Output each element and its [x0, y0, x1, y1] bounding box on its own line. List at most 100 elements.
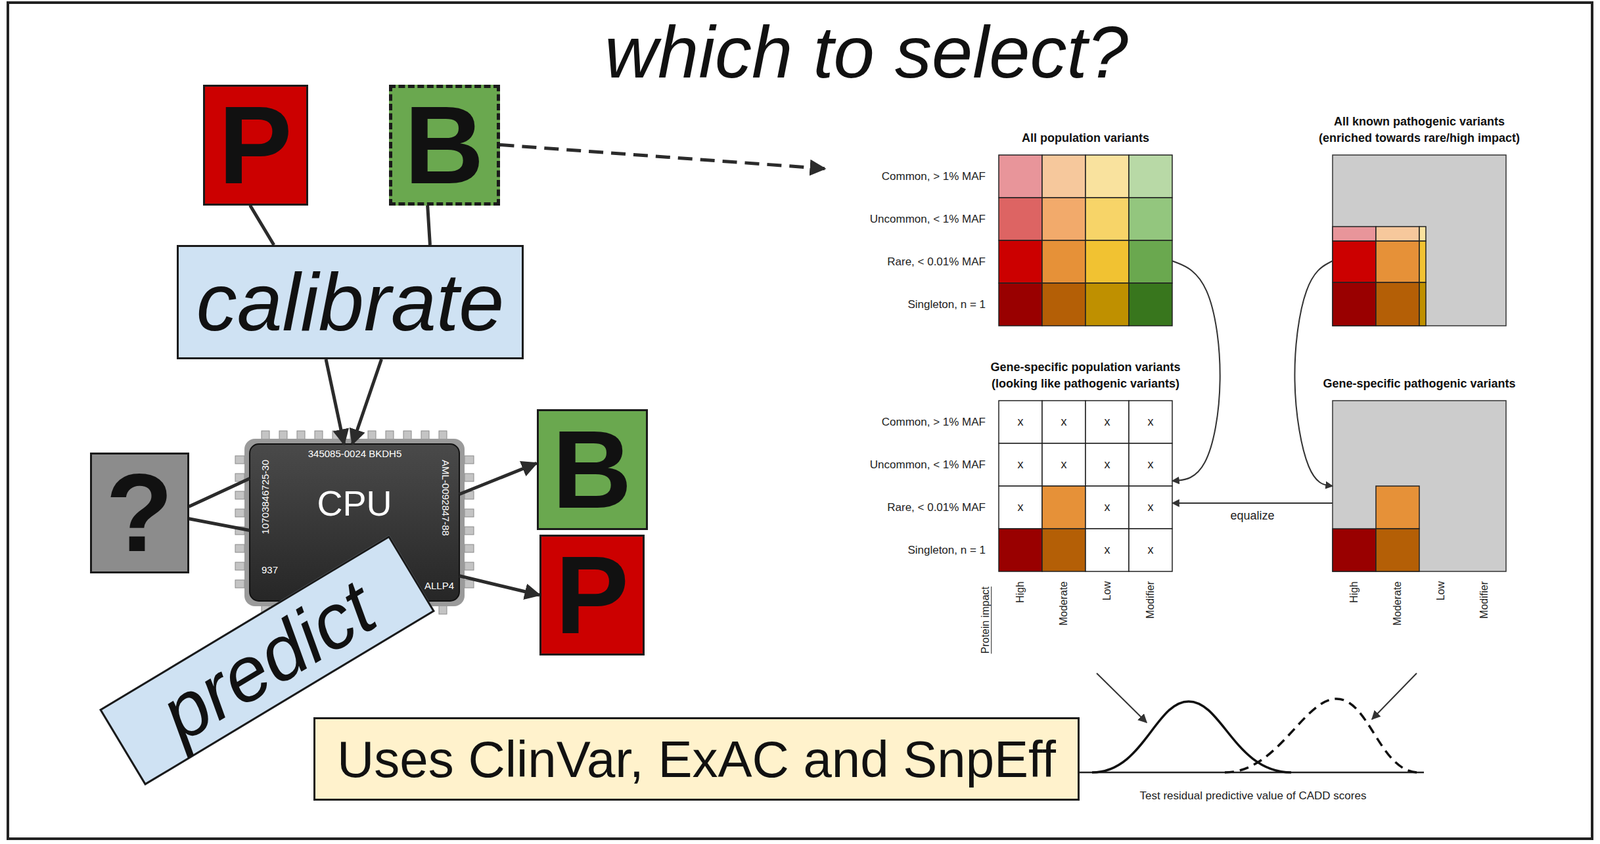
chip-pin: [235, 456, 245, 464]
label-wrap: Low: [1101, 581, 1114, 601]
grid-cell: [1332, 226, 1376, 242]
dashed-curve: [1224, 699, 1419, 773]
grid-cell: [1042, 155, 1086, 198]
grid-heading: All known pathogenic variants (enriched …: [1318, 114, 1520, 144]
chip-pin: [464, 544, 474, 553]
cell-mark: x: [1061, 457, 1068, 472]
grid-panel: Gene-specific pathogenic variants: [1332, 400, 1507, 572]
heading-wrap: All known pathogenic variants (enriched …: [1293, 113, 1547, 146]
chip-pin: [464, 526, 474, 535]
chip-pin: [438, 431, 447, 441]
class-box: B: [536, 409, 648, 531]
chip-pin: [235, 491, 245, 500]
row-label: Singleton, n = 1: [907, 543, 986, 556]
label-wrap: 345085-0024 BKDH5: [308, 448, 403, 460]
label-wrap: Common, > 1% MAF: [881, 170, 986, 183]
box-text: P: [555, 540, 629, 651]
label-wrap: x: [1147, 415, 1154, 430]
label-wrap: Test residual predictive value of CADD s…: [1140, 790, 1367, 803]
row-label: Common, > 1% MAF: [881, 169, 986, 183]
class-box: B: [388, 84, 501, 206]
step-box: calibrate: [176, 245, 524, 360]
axis-line: [1079, 772, 1424, 775]
grid-panel: All population variants: [824, 155, 1173, 326]
unknown-box: ?: [90, 452, 190, 574]
row-label: Common, > 1% MAF: [881, 415, 986, 428]
grid-cell: [1128, 400, 1173, 444]
grid-cell: [1042, 443, 1086, 487]
row-label: Singleton, n = 1: [907, 297, 986, 311]
grid-cell: [1375, 241, 1420, 283]
row-label: Uncommon, < 1% MAF: [869, 457, 986, 471]
label-wrap: x: [1017, 415, 1024, 430]
grid-heading: Gene-specific pathogenic variants: [1322, 377, 1516, 391]
chip-pin: [261, 431, 270, 441]
label-wrap: 10703846725-30: [260, 459, 272, 535]
label-wrap: x: [1147, 458, 1154, 472]
chip-pin: [464, 580, 474, 589]
grid-cell: [1128, 528, 1173, 572]
cell-mark: x: [1104, 457, 1111, 472]
label-wrap: x: [1104, 501, 1111, 515]
chip-pin: [464, 509, 474, 518]
column-label: Moderate: [1391, 581, 1403, 627]
label-wrap: x: [1061, 415, 1068, 430]
grid-cell: [998, 197, 1043, 241]
grid-cell: [1332, 400, 1507, 572]
label-wrap: Low: [1435, 581, 1447, 601]
edge-label: equalize: [1228, 509, 1277, 523]
grid-cell: [998, 283, 1043, 326]
box-text: calibrate: [196, 261, 505, 343]
chip-pin: [297, 431, 305, 441]
plot-caption: Test residual predictive value of CADD s…: [1140, 789, 1367, 803]
flow-arrow: [352, 359, 382, 445]
grid-cell: [1085, 400, 1129, 444]
cell-mark: x: [1017, 415, 1024, 429]
label-wrap: AML-0092847-88: [440, 459, 452, 537]
heading-wrap: All population variants: [959, 130, 1213, 146]
grid-cell: [998, 443, 1043, 487]
column-label: High: [1348, 581, 1360, 604]
label-wrap: Rare, < 0.01% MAF: [887, 501, 986, 514]
solid-curve: [1092, 701, 1292, 773]
box-text: B: [404, 90, 484, 201]
label-wrap: 937: [261, 565, 278, 577]
grid-cell: [1375, 486, 1420, 529]
cell-mark: x: [1061, 415, 1068, 429]
flow-arrow: [325, 359, 345, 445]
column-label: Modifier: [1478, 581, 1490, 619]
cell-mark: x: [1147, 457, 1154, 472]
grid-cell: [998, 400, 1043, 444]
flow-arrow: [500, 145, 826, 169]
label-wrap: Protein impact: [979, 586, 992, 654]
edge-label-wrap: equalize: [1228, 509, 1277, 524]
label-wrap: Common, > 1% MAF: [881, 415, 986, 429]
axis-title: Protein impact: [979, 586, 991, 654]
figure-arrow: [1172, 502, 1333, 504]
column-label: Moderate: [1057, 581, 1070, 627]
label-wrap: Moderate: [1391, 581, 1404, 627]
grid-heading: Gene-specific population variants (looki…: [990, 360, 1181, 390]
grid-cell: [998, 155, 1043, 198]
box-text: ?: [105, 457, 174, 569]
grid-cell: [1042, 197, 1086, 241]
grid-cell: [998, 240, 1043, 284]
flow-arrow: [459, 576, 540, 596]
heading-wrap: Gene-specific pathogenic variants: [1293, 375, 1547, 392]
cell-mark: x: [1017, 457, 1024, 472]
grid-cell: [1085, 283, 1129, 326]
grid-cell: [1042, 240, 1086, 284]
frame: [7, 2, 1593, 840]
chip-pin: [235, 544, 245, 553]
grid-cell: [1332, 528, 1376, 572]
grid-cell: [1375, 282, 1420, 326]
grid-cell: [1042, 486, 1086, 529]
box-text: Uses ClinVar, ExAC and SnpEff: [337, 733, 1056, 786]
grid-cell: [1085, 486, 1129, 529]
grid-cell: [1042, 528, 1086, 572]
grid-cell: [1085, 155, 1129, 198]
label-wrap: x: [1147, 544, 1154, 558]
cell-mark: x: [1104, 500, 1111, 514]
grid-cell: [1332, 155, 1507, 326]
